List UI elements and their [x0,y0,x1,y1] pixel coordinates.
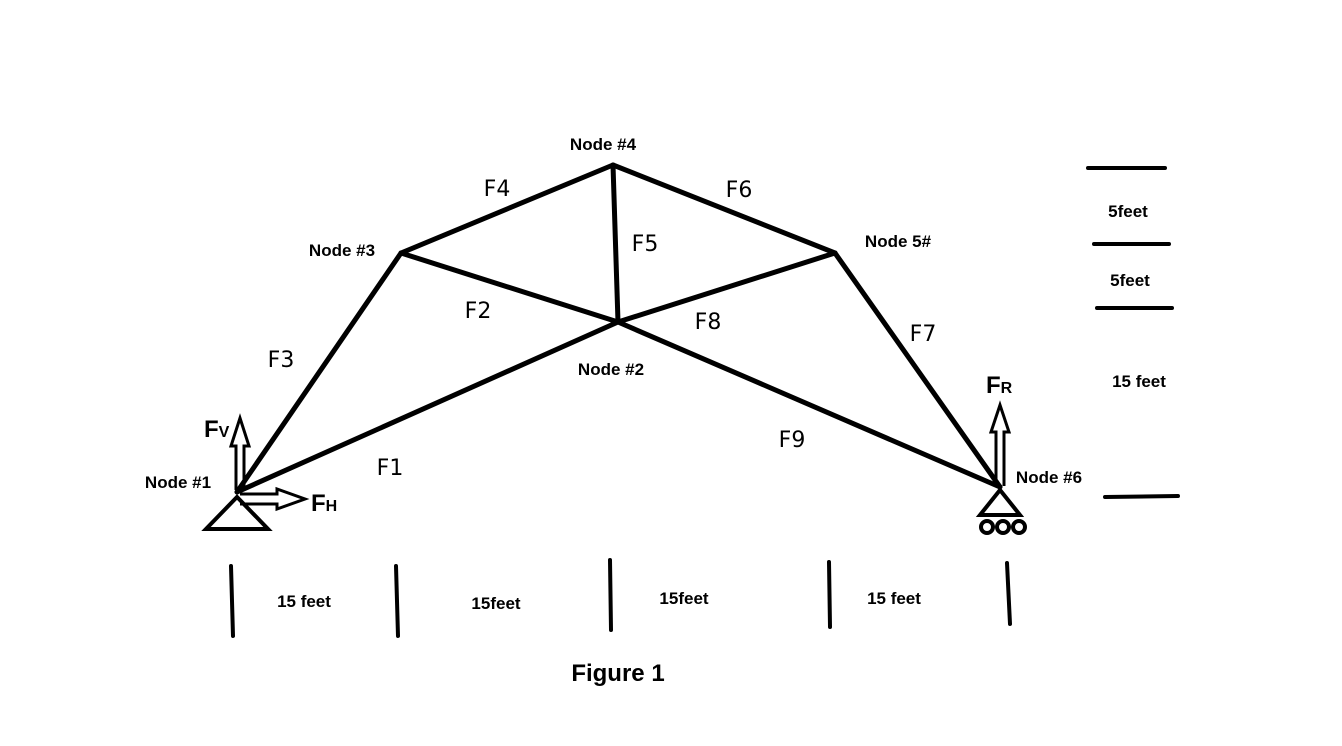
horizontal-dimension-2: 15feet [471,594,520,613]
member-f9 [615,319,1003,490]
figure-caption: Figure 1 [571,660,664,687]
member-f1 [234,319,621,495]
force-fr-label: FR [986,372,1013,399]
dimension-tick [1103,494,1180,499]
member-f5-label: F5 [632,232,659,257]
member-f2-label: F2 [465,299,492,324]
force-fr-sub: R [1001,380,1013,397]
roller-wheel-icon [979,519,995,535]
member-f7-label: F7 [910,322,937,347]
force-fh-main: F [311,490,326,517]
node-5-label: Node 5# [865,232,932,251]
arrow-right-icon [240,486,310,512]
dimension-tick [1005,561,1012,626]
horizontal-dimension-1: 15 feet [277,592,331,611]
vertical-dimension-2: 5feet [1110,271,1150,290]
node-3-label: Node #3 [309,241,375,260]
dimension-tick [827,560,832,629]
dimension-tick [229,564,235,638]
force-fr-main: F [986,372,1001,399]
member-f6-label: F6 [726,178,753,203]
dimension-tick [394,564,400,638]
member-f2 [398,250,621,325]
member-f3-label: F3 [268,348,295,373]
member-f1-label: F1 [377,456,404,481]
member-f4-label: F4 [484,177,511,202]
member-f6 [610,162,838,256]
member-f7 [832,250,1003,490]
member-f4 [398,162,616,256]
node-6-label: Node #6 [1016,468,1082,487]
member-f3 [234,250,404,495]
member-f9-label: F9 [779,428,806,453]
node-1-label: Node #1 [145,473,211,492]
force-fh-label: FH [311,490,337,517]
member-f8 [615,250,838,325]
arrow-up-icon [988,400,1012,486]
force-fh-sub: H [326,498,338,515]
node-4-label: Node #4 [570,135,637,154]
vertical-dimension-1: 5feet [1108,202,1148,221]
force-fv-sub: V [219,424,230,441]
dimension-tick [608,558,613,632]
node-2-label: Node #2 [578,360,644,379]
force-fv-main: F [204,416,219,443]
force-fv-label: FV [204,416,230,443]
roller-wheel-icon [1011,519,1027,535]
roller-wheel-icon [995,519,1011,535]
vertical-dimension-3: 15 feet [1112,372,1166,391]
member-f5 [610,162,621,325]
member-f8-label: F8 [695,310,722,335]
horizontal-dimension-4: 15 feet [867,589,921,608]
roller-support-icon [975,486,1025,517]
arrow-up-icon [228,413,252,490]
pin-support-icon [201,494,273,531]
horizontal-dimension-3: 15feet [659,589,708,608]
